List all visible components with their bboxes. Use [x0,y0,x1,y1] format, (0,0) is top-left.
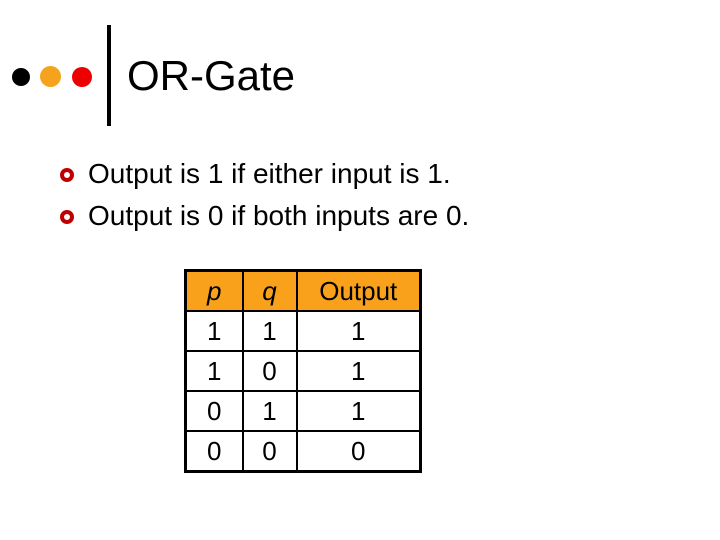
red-ring-bullet-icon [60,210,74,224]
truth-table: p q Output 1 1 1 1 0 1 0 1 1 0 [184,269,422,473]
table-row: 1 1 1 [184,310,422,352]
table-row: 0 0 0 [184,430,422,473]
bullet-text: Output is 0 if both inputs are 0. [88,200,470,231]
title-divider-line [107,25,111,126]
table-row: 0 1 1 [184,390,422,432]
cell-p: 1 [184,310,244,352]
table-row: 1 0 1 [184,350,422,392]
cell-q: 0 [241,350,298,392]
column-header-p: p [184,269,244,312]
cell-output: 1 [295,310,422,352]
bullet-item: Output is 0 if both inputs are 0. [58,195,469,237]
orange-dot-icon [40,66,61,87]
table-header-row: p q Output [184,269,422,312]
cell-output: 0 [295,430,422,473]
red-ring-bullet-icon [60,168,74,182]
column-header-output: Output [295,269,422,312]
red-dot-icon [72,67,92,87]
cell-q: 0 [241,430,298,473]
cell-output: 1 [295,350,422,392]
bullet-item: Output is 1 if either input is 1. [58,153,469,195]
cell-output: 1 [295,390,422,432]
cell-p: 1 [184,350,244,392]
page-title: OR-Gate [127,52,296,99]
cell-q: 1 [241,390,298,432]
bullet-list: Output is 1 if either input is 1. Output… [58,153,469,237]
cell-p: 0 [184,430,244,473]
column-header-q: q [241,269,298,312]
cell-q: 1 [241,310,298,352]
bullet-text: Output is 1 if either input is 1. [88,158,451,189]
cell-p: 0 [184,390,244,432]
black-dot-icon [12,68,30,86]
